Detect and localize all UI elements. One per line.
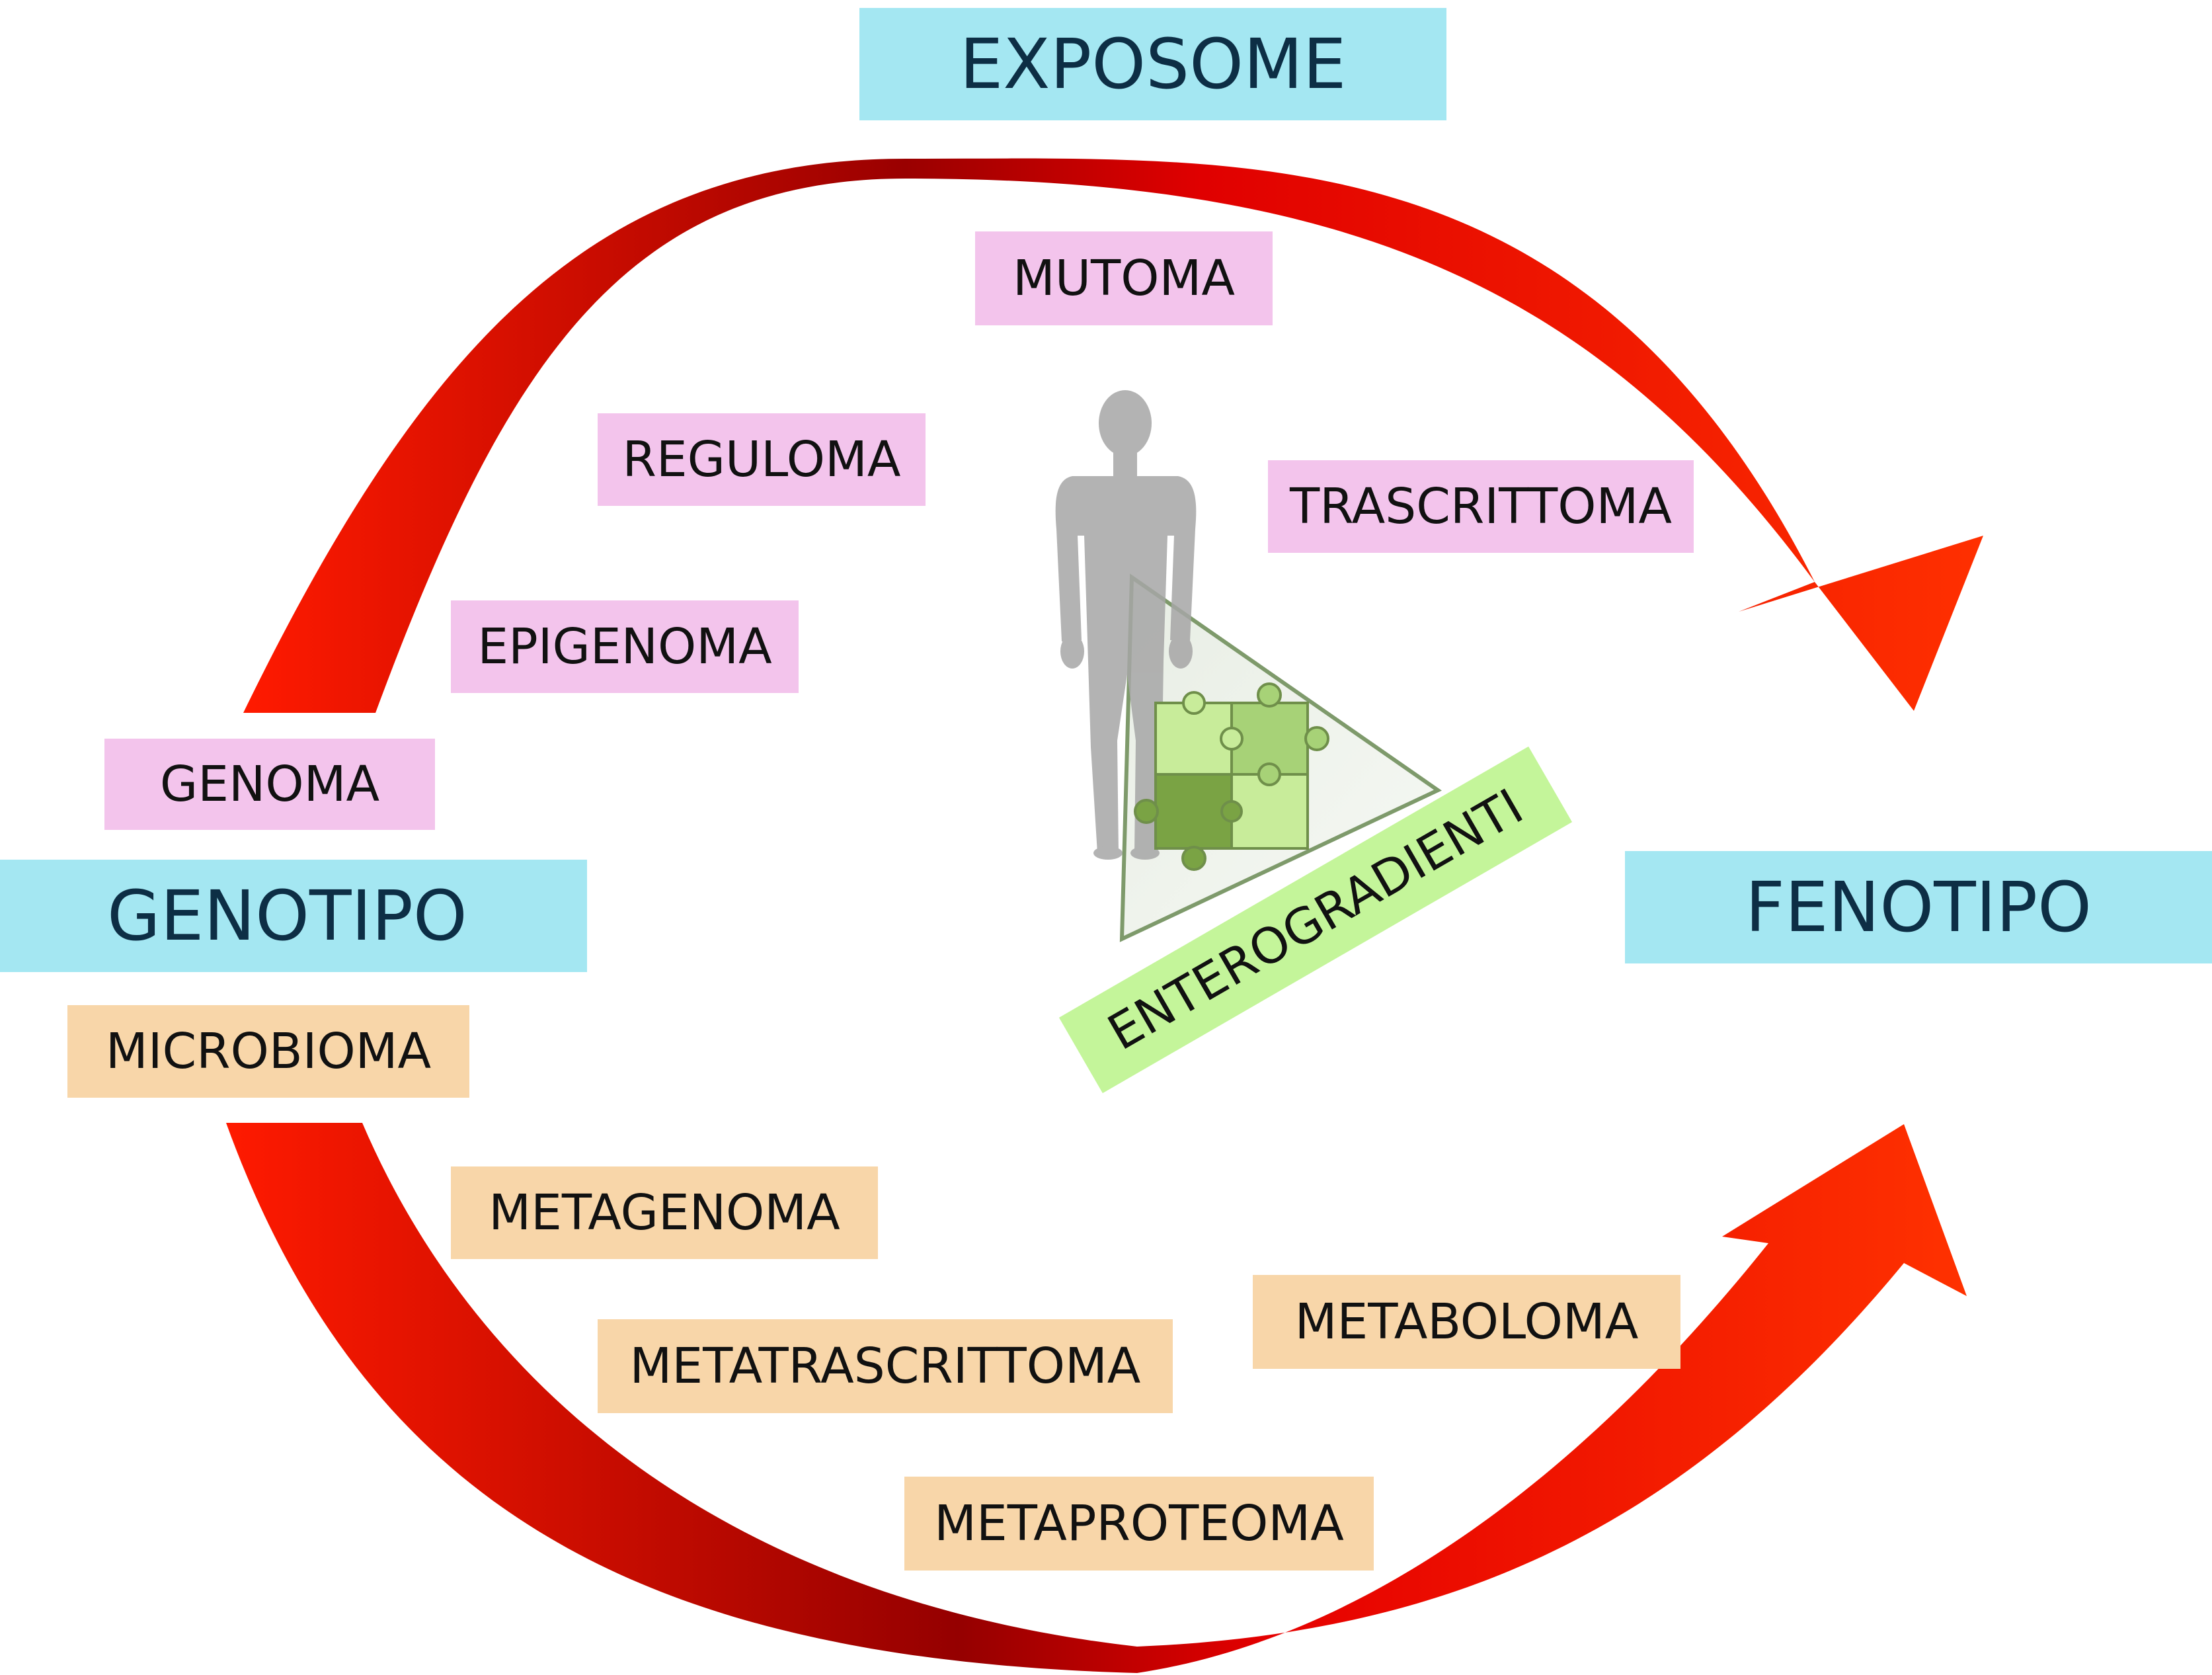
reguloma-label: REGULOMA <box>598 413 926 506</box>
fenotipo-label: FENOTIPO <box>1625 851 2212 963</box>
epigenoma-label: EPIGENOMA <box>451 600 799 693</box>
mutoma-label: MUTOMA <box>975 231 1273 325</box>
exposome-label: EXPOSOME <box>859 8 1446 120</box>
puzzle-icon <box>1134 682 1329 871</box>
metagenoma-label: METAGENOMA <box>451 1166 878 1259</box>
microbioma-label: MICROBIOMA <box>67 1005 469 1098</box>
metaproteoma-label: METAPROTEOMA <box>904 1477 1374 1571</box>
trascrittoma-label: TRASCRITTOMA <box>1268 460 1694 553</box>
metaboloma-label: METABOLOMA <box>1253 1275 1680 1369</box>
genoma-label: GENOMA <box>104 739 435 830</box>
metatrascrittoma-label: METATRASCRITTOMA <box>598 1319 1173 1413</box>
top-curved-arrow-icon <box>243 158 1983 714</box>
bottom-curved-arrow-icon <box>226 1123 1967 1673</box>
genotipo-label: GENOTIPO <box>0 860 587 972</box>
